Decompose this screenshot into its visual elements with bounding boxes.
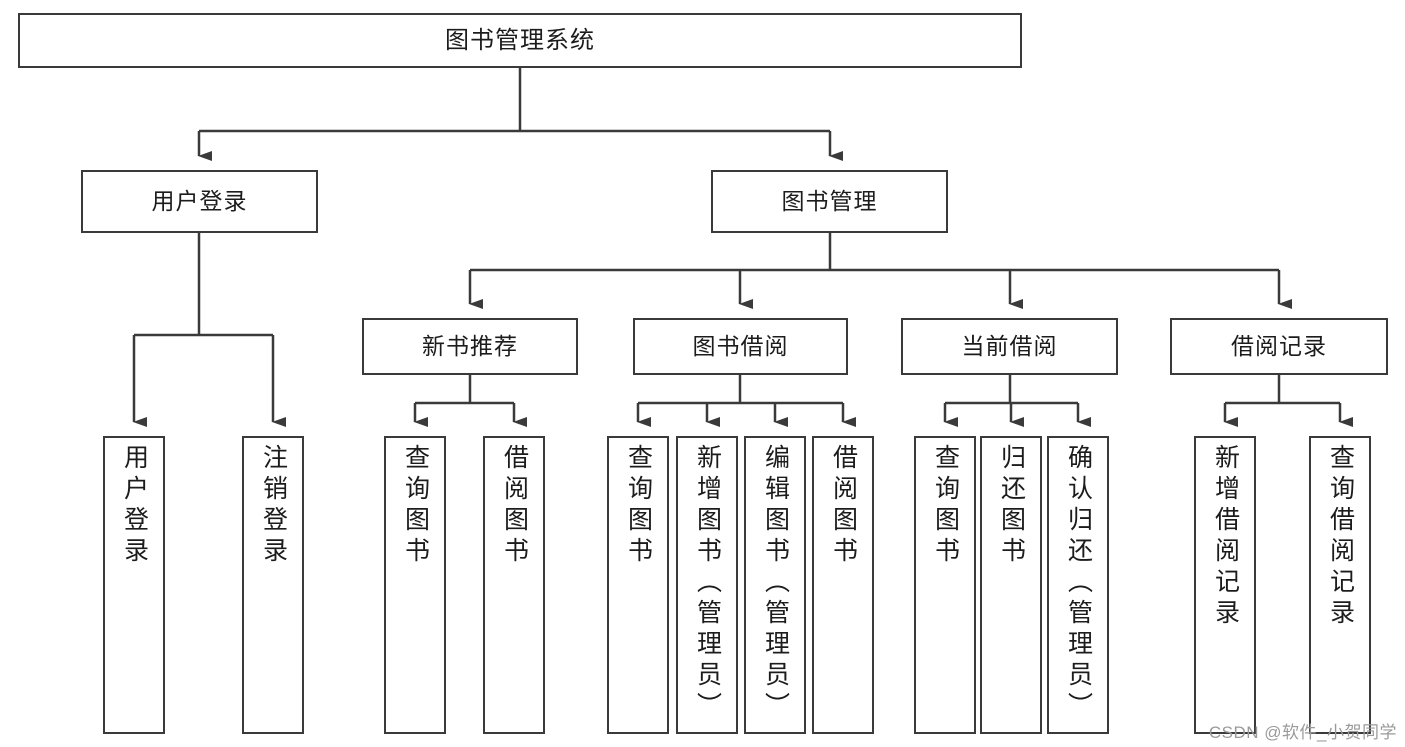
leaf-confirm-return-label: 确认归还（管理员）: [1064, 444, 1093, 723]
node-current-borrow-label: 当前借阅: [961, 333, 1058, 360]
leaf-borrow-book-1-label: 借阅图书: [500, 444, 529, 568]
leaf-query-book-2-label: 查询图书: [624, 444, 653, 568]
leaf-add-record-label: 新增借阅记录: [1211, 444, 1240, 630]
leaf-logout-login-label: 注销登录: [259, 444, 288, 568]
node-book-borrow[interactable]: 图书借阅: [633, 318, 848, 375]
node-book-borrow-label: 图书借阅: [692, 333, 789, 360]
node-root-label: 图书管理系统: [445, 26, 595, 54]
leaf-query-book-1[interactable]: 查询图书: [384, 436, 446, 734]
leaf-query-book-3-label: 查询图书: [931, 444, 960, 568]
leaf-query-book-3[interactable]: 查询图书: [914, 436, 976, 734]
node-new-book-recommend-label: 新书推荐: [422, 333, 518, 360]
leaf-borrow-book-2-label: 借阅图书: [829, 444, 858, 568]
node-root[interactable]: 图书管理系统: [18, 13, 1022, 68]
leaf-query-record-label: 查询借阅记录: [1326, 444, 1355, 630]
node-current-borrow[interactable]: 当前借阅: [901, 318, 1118, 375]
node-book-management-label: 图书管理: [781, 188, 878, 215]
watermark-text: CSDN @软件_小贺同学: [1208, 723, 1397, 742]
leaf-edit-book[interactable]: 编辑图书（管理员）: [744, 436, 806, 734]
node-new-book-recommend[interactable]: 新书推荐: [362, 318, 578, 375]
node-user-login-label: 用户登录: [151, 188, 248, 215]
node-book-management[interactable]: 图书管理: [711, 170, 948, 233]
leaf-return-book-label: 归还图书: [997, 444, 1026, 568]
leaf-edit-book-label: 编辑图书（管理员）: [761, 444, 790, 723]
leaf-add-book-label: 新增图书（管理员）: [693, 444, 722, 723]
leaf-confirm-return[interactable]: 确认归还（管理员）: [1047, 436, 1109, 734]
leaf-return-book[interactable]: 归还图书: [980, 436, 1042, 734]
leaf-borrow-book-1[interactable]: 借阅图书: [483, 436, 545, 734]
leaf-borrow-book-2[interactable]: 借阅图书: [812, 436, 874, 734]
leaf-user-login-label: 用户登录: [120, 444, 149, 568]
leaf-query-book-2[interactable]: 查询图书: [607, 436, 669, 734]
leaf-query-record[interactable]: 查询借阅记录: [1309, 436, 1371, 734]
node-borrow-record[interactable]: 借阅记录: [1170, 318, 1388, 375]
node-user-login[interactable]: 用户登录: [81, 170, 318, 233]
leaf-user-login[interactable]: 用户登录: [103, 436, 165, 734]
leaf-add-record[interactable]: 新增借阅记录: [1194, 436, 1256, 734]
leaf-add-book[interactable]: 新增图书（管理员）: [676, 436, 738, 734]
leaf-logout-login[interactable]: 注销登录: [242, 436, 304, 734]
leaf-query-book-1-label: 查询图书: [401, 444, 430, 568]
node-borrow-record-label: 借阅记录: [1231, 333, 1327, 360]
